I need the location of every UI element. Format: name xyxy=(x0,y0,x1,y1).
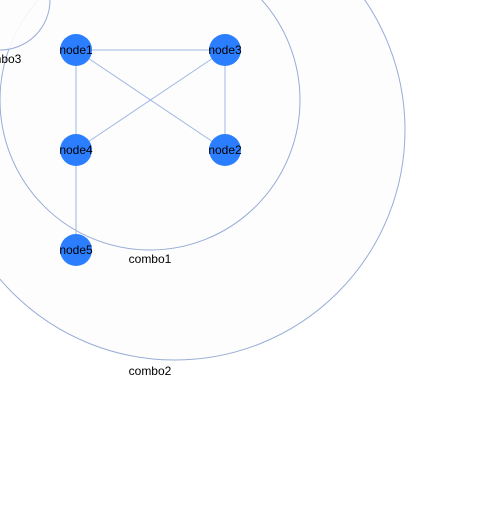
combo-label-combo3: combo3 xyxy=(0,52,22,66)
node-layer: node1 node3 node4 node2 node5 xyxy=(59,34,242,266)
node-circle[interactable] xyxy=(209,34,241,66)
node-node5[interactable]: node5 xyxy=(59,234,93,266)
node-node2[interactable]: node2 xyxy=(208,134,242,166)
node-node4[interactable]: node4 xyxy=(59,134,93,166)
node-label: node5 xyxy=(59,243,93,257)
node-circle[interactable] xyxy=(60,234,92,266)
node-node3[interactable]: node3 xyxy=(208,34,242,66)
node-circle[interactable] xyxy=(209,134,241,166)
combo-label-layer: combo2 combo1 combo3 xyxy=(0,52,172,378)
node-label: node4 xyxy=(59,143,93,157)
node-circle[interactable] xyxy=(60,34,92,66)
combo-label-combo2: combo2 xyxy=(129,364,172,378)
node-label: node2 xyxy=(208,143,242,157)
node-node1[interactable]: node1 xyxy=(59,34,93,66)
node-circle[interactable] xyxy=(60,134,92,166)
node-label: node3 xyxy=(208,43,242,57)
edge-layer xyxy=(75,49,226,250)
combo-combo3[interactable] xyxy=(0,0,51,51)
node-label: node1 xyxy=(59,43,93,57)
edge-node3-node4[interactable] xyxy=(75,49,226,151)
combo-label-combo1: combo1 xyxy=(129,252,172,266)
